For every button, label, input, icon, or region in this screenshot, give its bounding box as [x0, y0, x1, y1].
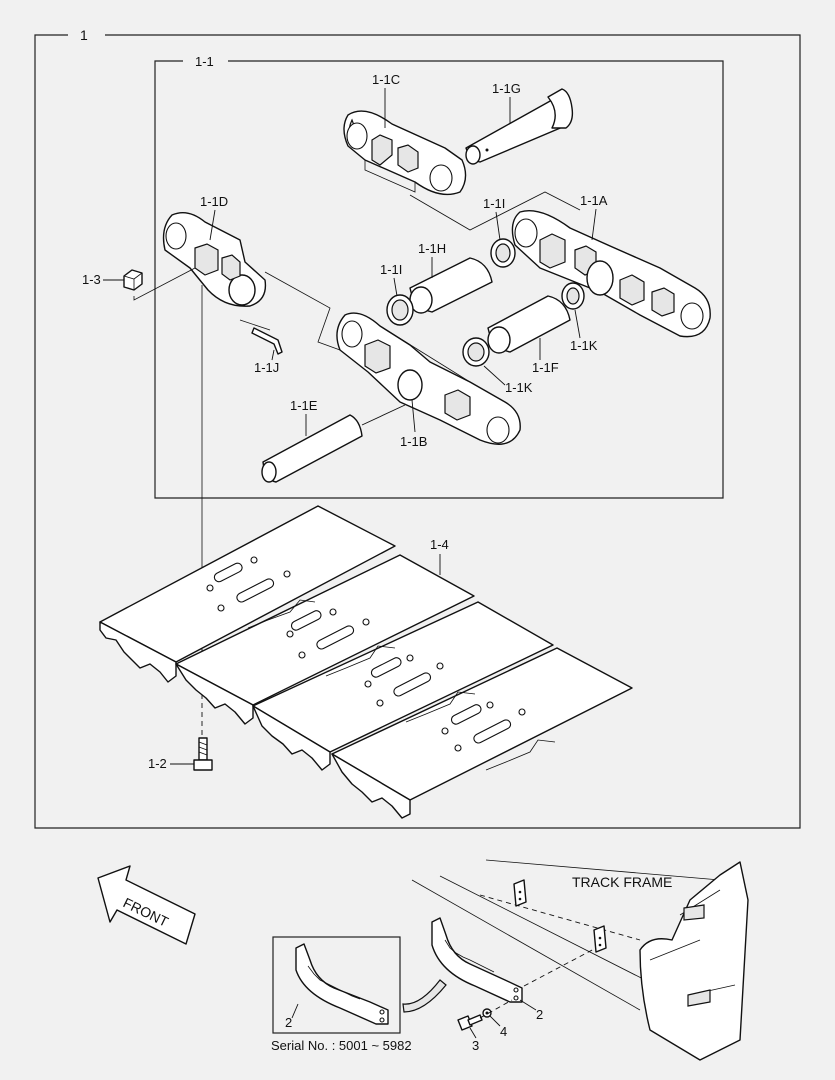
label-3: 3: [472, 1038, 479, 1053]
pin-1-1e: [261, 414, 363, 483]
serial-label: Serial No. : 5001 ~ 5982: [271, 1038, 412, 1053]
label-4: 4: [500, 1024, 507, 1039]
bolt-3: [457, 1014, 483, 1031]
seal-1-1k-right: [561, 282, 585, 310]
label-1-2: 1-2: [148, 756, 167, 771]
transition-arrow-icon: [402, 979, 447, 1013]
pin-1-1g: [465, 88, 574, 165]
seal-1-1i-top: [490, 238, 516, 268]
nut-1-3: [123, 269, 143, 291]
label-1-3: 1-3: [82, 272, 101, 287]
front-arrow-icon: FRONT: [97, 865, 196, 945]
link-1-1c: [343, 110, 467, 196]
bushing-1-1f: [487, 295, 571, 354]
pin-1-1j: [251, 327, 283, 355]
label-1-4: 1-4: [430, 537, 449, 552]
label-1-1g: 1-1G: [492, 81, 521, 96]
label-1-1b: 1-1B: [400, 434, 427, 449]
label-1-1j: 1-1J: [254, 360, 279, 375]
label-1-1k-mid: 1-1K: [505, 380, 533, 395]
bolt-1-2: [193, 737, 213, 771]
track-shoes-1-4: [99, 505, 633, 819]
label-1-1c: 1-1C: [372, 72, 400, 87]
main-frame: 1: [34, 27, 801, 829]
seal-1-1k-mid: [462, 337, 490, 367]
label-1-1f: 1-1F: [532, 360, 559, 375]
link-1-1b: [336, 312, 521, 445]
label-2-left: 2: [285, 1015, 292, 1030]
label-1-1a: 1-1A: [580, 193, 608, 208]
track-frame-label: TRACK FRAME: [572, 874, 672, 890]
label-1-1e: 1-1E: [290, 398, 318, 413]
label-1-1i-top: 1-1I: [483, 196, 505, 211]
seal-1-1i-left: [386, 294, 414, 326]
label-1-1k-right: 1-1K: [570, 338, 598, 353]
guard-right: [431, 917, 523, 1003]
link-1-1d: [162, 212, 267, 307]
assembly-frame-label: 1-1: [195, 54, 214, 69]
assembly-frame: 1-1: [154, 54, 724, 499]
bushing-1-1h: [409, 257, 493, 314]
label-1-1i-left: 1-1I: [380, 262, 402, 277]
washer-4: [482, 1008, 492, 1018]
label-2-right: 2: [536, 1007, 543, 1022]
label-1-1d: 1-1D: [200, 194, 228, 209]
link-1-1a: [511, 210, 711, 338]
track-frame: [411, 859, 749, 1061]
main-frame-label: 1: [80, 27, 88, 43]
label-1-1h: 1-1H: [418, 241, 446, 256]
inset-old-guard: [272, 936, 401, 1034]
